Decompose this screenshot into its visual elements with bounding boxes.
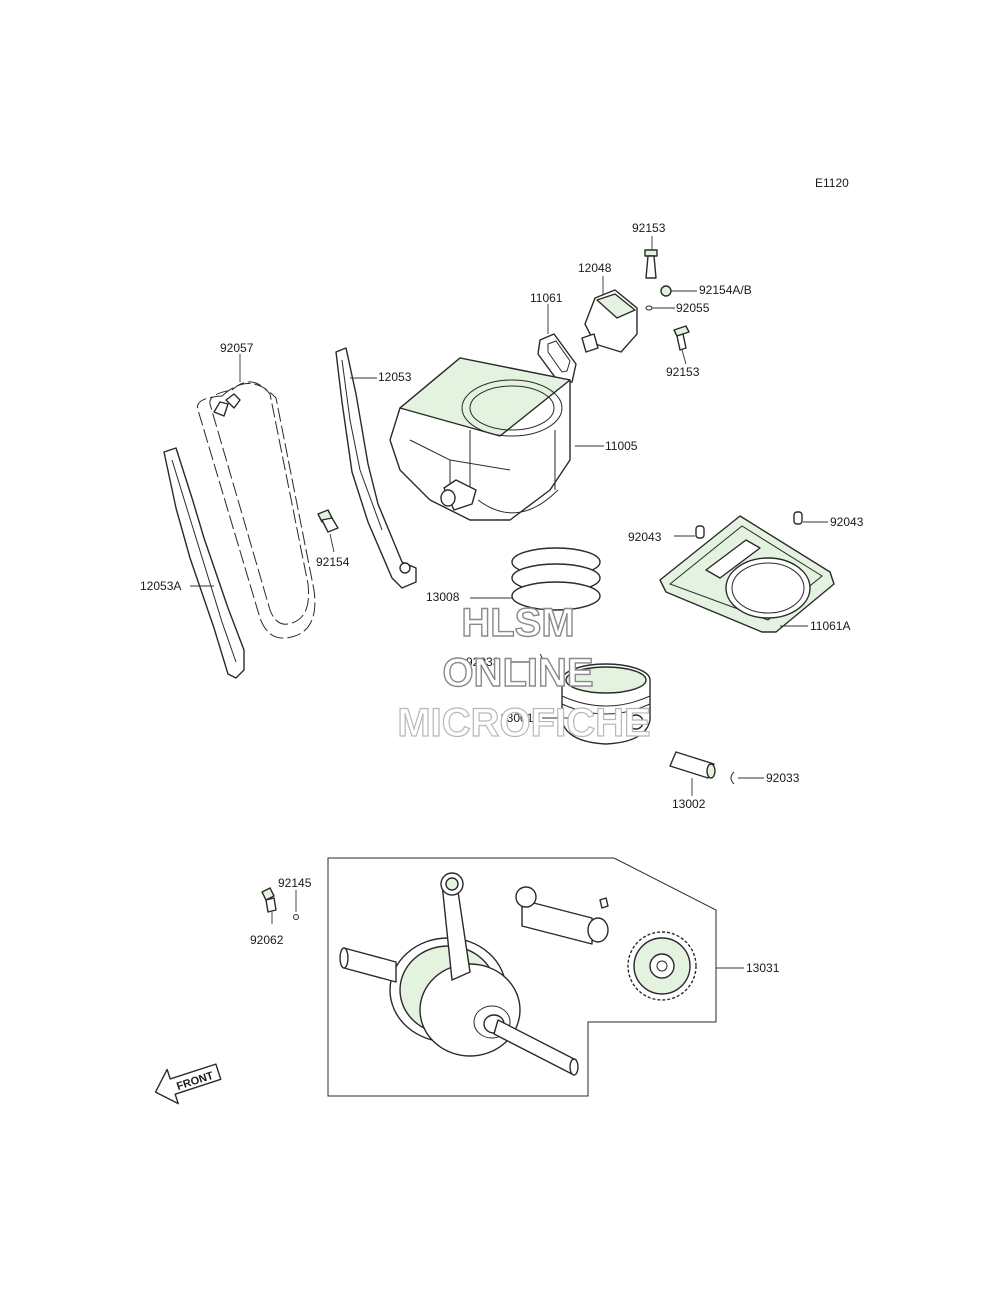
callout-92154[interactable]: 92154 xyxy=(316,555,350,569)
front-arrow-icon: FRONT xyxy=(154,1063,222,1105)
part-92153-bolt-bottom[interactable] xyxy=(673,325,690,365)
part-92033-circlip-lower[interactable] xyxy=(730,771,764,785)
part-92153-bolt-top[interactable] xyxy=(644,236,658,279)
callout-92145[interactable]: 92145 xyxy=(278,876,312,890)
part-13008-piston-rings[interactable] xyxy=(470,547,601,611)
part-92057-cam-chain[interactable] xyxy=(197,354,316,639)
callout-12048[interactable]: 12048 xyxy=(578,261,612,275)
callout-92055[interactable]: 92055 xyxy=(676,301,710,315)
part-12048-tensioner[interactable] xyxy=(581,276,638,353)
watermark-line-2: ONLINE xyxy=(442,651,593,695)
part-11061a-head-gasket[interactable] xyxy=(659,515,835,633)
callout-11061[interactable]: 11061 xyxy=(530,291,563,305)
callout-92153-bottom[interactable]: 92153 xyxy=(666,365,700,379)
callout-11005[interactable]: 11005 xyxy=(605,439,638,453)
callout-11061a[interactable]: 11061A xyxy=(810,619,850,633)
callout-92043-right[interactable]: 92043 xyxy=(830,515,864,529)
part-92055-oring[interactable] xyxy=(645,305,675,311)
part-13031-crankshaft-assy[interactable] xyxy=(327,857,744,1097)
part-92043-dowel-left[interactable] xyxy=(674,525,705,539)
part-11061-tensioner-gasket[interactable] xyxy=(537,304,577,385)
callout-92057[interactable]: 92057 xyxy=(220,341,254,355)
callout-13031[interactable]: 13031 xyxy=(746,961,780,975)
callout-13001[interactable]: 13001 xyxy=(500,711,534,725)
part-92033-circlip-upper[interactable] xyxy=(510,653,544,671)
callout-12053[interactable]: 12053 xyxy=(378,370,412,384)
part-11005-cylinder[interactable] xyxy=(389,357,604,521)
callout-92033-upper[interactable]: 92033 xyxy=(466,655,500,669)
part-92154ab-washer[interactable] xyxy=(660,285,697,297)
part-13001-piston[interactable] xyxy=(542,663,651,745)
watermark-line-1: HLSM xyxy=(461,601,574,645)
part-13002-piston-pin[interactable] xyxy=(669,751,716,796)
callout-92033-lower[interactable]: 92033 xyxy=(766,771,800,785)
callout-92154ab[interactable]: 92154A/B xyxy=(699,283,752,297)
part-92043-dowel-right[interactable] xyxy=(793,511,828,525)
part-12053-chain-guide[interactable] xyxy=(335,347,417,589)
callout-13008[interactable]: 13008 xyxy=(426,590,460,604)
callout-92062[interactable]: 92062 xyxy=(250,933,284,947)
callout-92043-left[interactable]: 92043 xyxy=(628,530,662,544)
part-92145-spring[interactable] xyxy=(293,890,299,920)
callout-13002[interactable]: 13002 xyxy=(672,797,706,811)
callout-92153-top[interactable]: 92153 xyxy=(632,221,666,235)
part-12053a-chain-guide[interactable] xyxy=(163,447,245,679)
callout-12053a[interactable]: 12053A xyxy=(140,579,181,593)
part-92154-bolt[interactable] xyxy=(317,509,339,553)
part-92062-plug[interactable] xyxy=(261,887,277,924)
watermark-line-3: MICROFICHE xyxy=(397,701,650,745)
diagram-code: E1120 xyxy=(815,176,849,190)
